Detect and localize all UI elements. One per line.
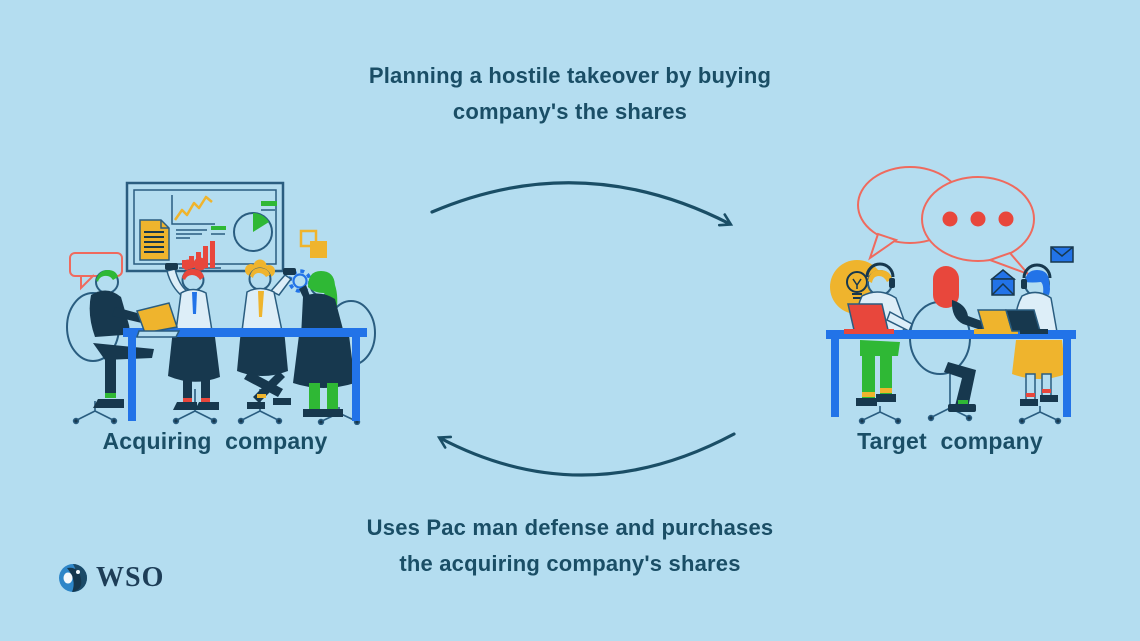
- person-green-hair-woman: [293, 271, 355, 417]
- person-green-hair-man: [89, 270, 154, 408]
- bottom-caption-line2: the acquiring company's shares: [399, 551, 741, 576]
- speech-bubble-icon: [857, 166, 1035, 277]
- logo-text: WSO: [96, 562, 165, 593]
- bottom-caption: Uses Pac man defense and purchases the a…: [320, 510, 820, 582]
- envelope-icon: [1050, 246, 1074, 263]
- person-red-hair-back: [933, 266, 990, 412]
- target-company-illustration: [826, 166, 1076, 425]
- document-icon: [139, 219, 170, 261]
- pie-chart-icon: [233, 201, 277, 252]
- person-yellow-hair-man: [237, 259, 296, 409]
- laptop-icon: [1005, 309, 1048, 334]
- acquiring-company-label: Acquiring company: [102, 428, 328, 454]
- target-company-label: Target company: [857, 428, 1043, 454]
- wso-logo: WSO: [57, 562, 164, 594]
- squares-decoration: [299, 229, 327, 258]
- chair-bases: [72, 389, 361, 425]
- acquiring-company-illustration: [66, 181, 376, 425]
- meeting-table: [123, 328, 367, 421]
- globe-logo-icon: [59, 564, 87, 592]
- arrow-counterclockwise: [436, 432, 736, 477]
- laptop-icon: [844, 303, 894, 334]
- envelope-icon: [989, 269, 1017, 296]
- presentation-board: [125, 181, 285, 273]
- meeting-table: [826, 330, 1076, 417]
- person-red-bun-woman: [165, 257, 220, 410]
- top-caption-line2: company's the shares: [452, 99, 688, 124]
- top-caption: Planning a hostile takeover by buying co…: [320, 58, 820, 130]
- speech-bubble-icon: [69, 252, 123, 291]
- laptop-icon: [135, 302, 181, 338]
- line-chart-icon: [171, 195, 215, 225]
- top-caption-line1: Planning a hostile takeover by buying: [368, 63, 772, 88]
- arrow-clockwise: [430, 181, 734, 227]
- chair-bases: [858, 374, 1062, 425]
- bottom-caption-line1: Uses Pac man defense and purchases: [366, 515, 774, 540]
